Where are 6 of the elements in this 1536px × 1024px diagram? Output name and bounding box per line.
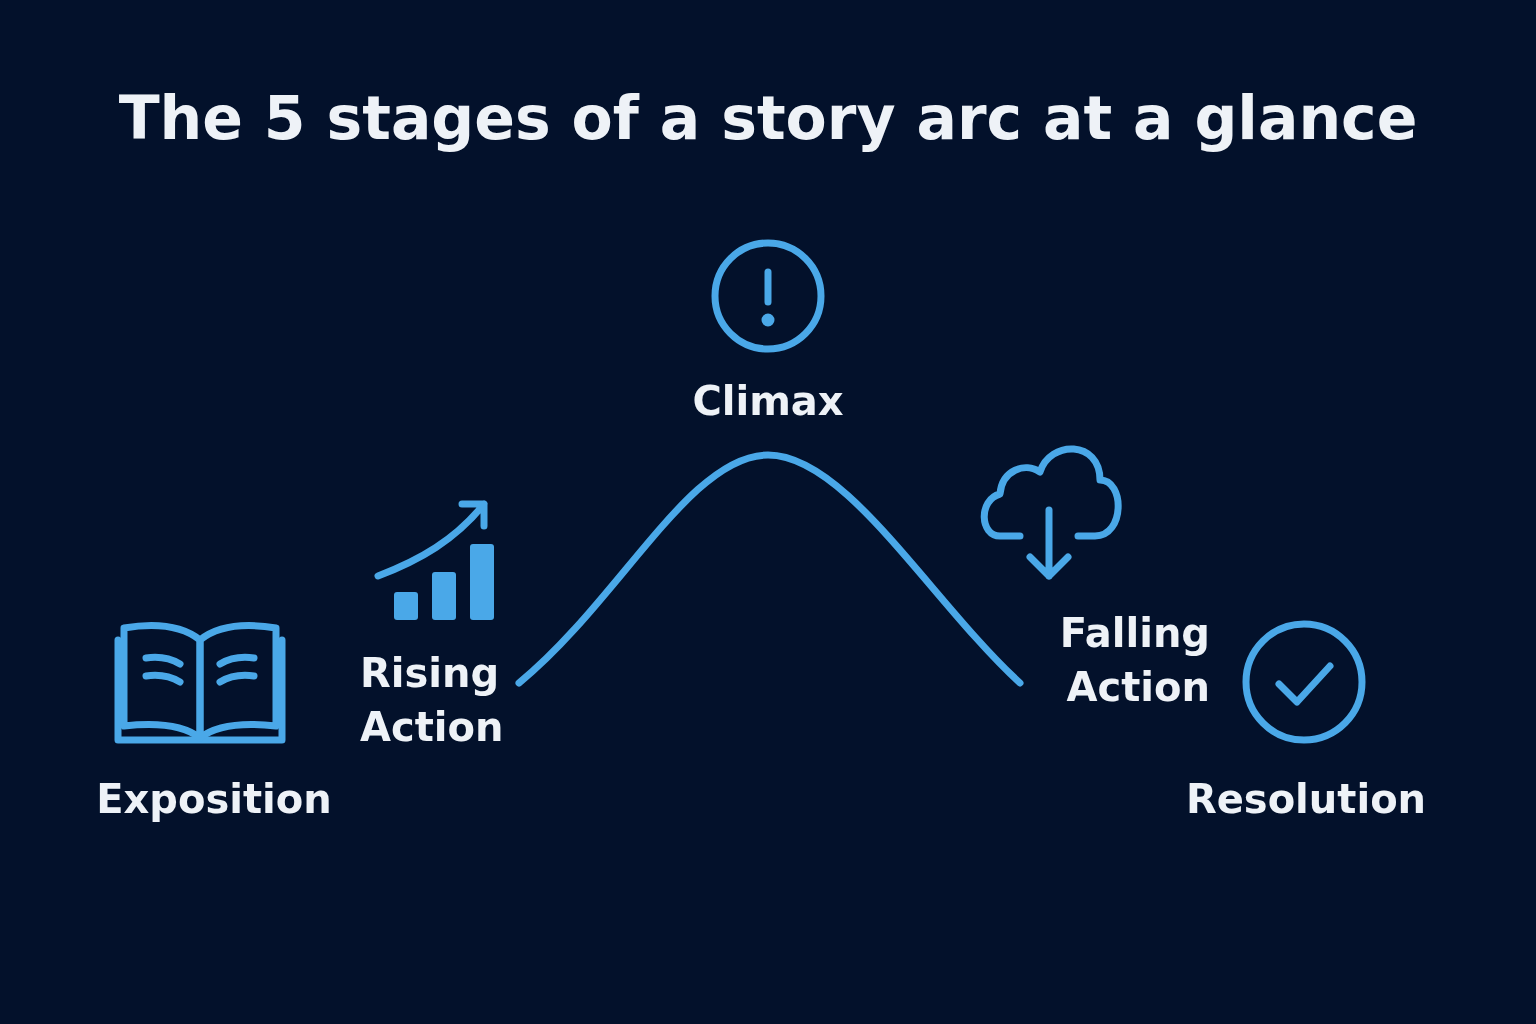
stage-label: Resolution: [1184, 775, 1428, 824]
stage-label: Rising Action: [360, 649, 505, 752]
stage-label: Climax: [691, 377, 845, 426]
stage-label: Falling Action: [1058, 609, 1210, 712]
title: The 5 stages of a story arc at a glance: [117, 82, 1419, 154]
stage-label: Exposition: [95, 775, 333, 824]
